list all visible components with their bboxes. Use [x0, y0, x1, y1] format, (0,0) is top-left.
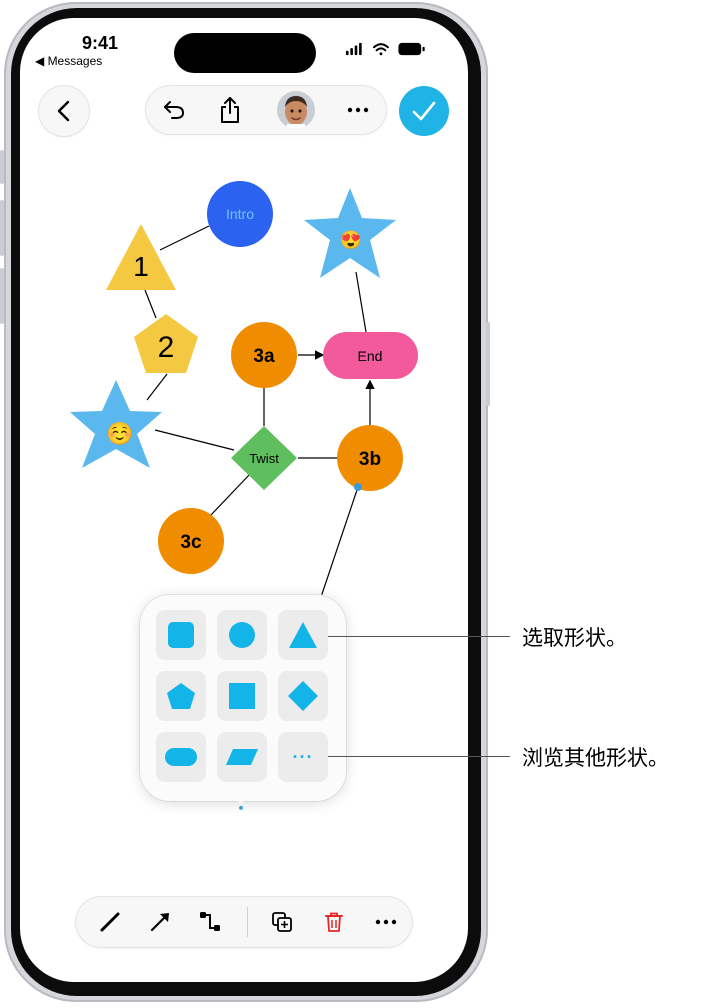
svg-text:😍: 😍 — [340, 230, 362, 250]
status-time: 9:41 — [82, 33, 119, 53]
square-shape-button-2[interactable] — [217, 671, 267, 721]
chevron-left-icon — [57, 100, 70, 122]
more-shapes-ellipsis: ··· — [292, 747, 314, 767]
connector-2-star — [146, 373, 168, 401]
callout-line-choose — [328, 636, 510, 637]
star-smile-node[interactable]: ☺️ — [70, 380, 162, 468]
callout-choose-shape: 选取形状。 — [522, 626, 627, 650]
palette-pointer — [235, 798, 247, 810]
star-hearts-node[interactable]: 😍 — [304, 188, 396, 278]
triangle-shape-button[interactable] — [278, 610, 328, 660]
svg-text:1: 1 — [133, 251, 149, 282]
delete-button[interactable] — [314, 897, 354, 947]
duplicate-icon — [272, 912, 292, 932]
parallelogram-icon — [226, 749, 258, 765]
connector-end-star — [355, 271, 367, 333]
battery-icon — [398, 42, 425, 56]
line-tool-button[interactable] — [90, 897, 130, 947]
wifi-icon — [372, 43, 389, 56]
svg-text:Intro: Intro — [226, 206, 254, 222]
line-icon — [100, 912, 120, 932]
screen — [20, 18, 468, 982]
connection-handle[interactable] — [354, 483, 362, 491]
duplicate-button[interactable] — [262, 897, 302, 947]
node-1-triangle[interactable]: 1 — [106, 224, 176, 290]
node-3b[interactable]: 3b — [337, 425, 403, 491]
svg-text:3a: 3a — [253, 346, 275, 367]
intro-node[interactable]: Intro — [207, 181, 273, 247]
connector-intro-1 — [159, 225, 210, 251]
svg-text:3c: 3c — [180, 532, 202, 553]
top-toolbar — [146, 86, 386, 134]
diamond-shape-button[interactable] — [278, 671, 328, 721]
volume-up-button — [0, 200, 4, 256]
connector-star-twist — [154, 429, 235, 451]
circle-icon — [229, 622, 255, 648]
collaborator-button[interactable] — [274, 86, 318, 134]
square-icon — [229, 683, 255, 709]
triangle-icon — [289, 622, 317, 648]
svg-text:2: 2 — [158, 331, 175, 364]
more-options-button[interactable] — [366, 897, 406, 947]
ellipsis-icon — [347, 107, 369, 113]
circle-shape-button[interactable] — [217, 610, 267, 660]
callout-line-browse — [328, 756, 510, 757]
power-button — [486, 322, 490, 406]
connector-tool-button[interactable] — [190, 897, 230, 947]
toolbar-divider — [247, 907, 248, 937]
connector-twist-3c — [209, 473, 251, 517]
connector-1-2 — [144, 289, 157, 319]
rounded-square-icon — [168, 622, 194, 648]
share-icon — [221, 97, 239, 123]
node-2-pentagon[interactable]: 2 — [134, 314, 198, 373]
cellular-signal-icon — [345, 42, 362, 56]
pentagon-shape-button[interactable] — [156, 671, 206, 721]
share-button[interactable] — [208, 86, 252, 134]
back-to-messages-link[interactable]: ◀ Messages — [35, 54, 103, 68]
connector-icon — [200, 912, 220, 931]
checkmark-icon — [412, 101, 436, 121]
svg-text:End: End — [358, 348, 383, 364]
twist-node[interactable]: Twist — [231, 426, 297, 490]
parallelogram-shape-button[interactable] — [217, 732, 267, 782]
end-node[interactable]: End — [323, 332, 418, 379]
node-3a[interactable]: 3a — [231, 322, 297, 388]
back-button[interactable] — [39, 86, 89, 136]
connectors — [144, 225, 375, 601]
callout-browse-shapes: 浏览其他形状。 — [522, 746, 669, 770]
undo-icon — [164, 101, 185, 119]
trash-icon — [325, 912, 343, 932]
arrow-icon — [150, 913, 169, 932]
svg-text:☺️: ☺️ — [106, 421, 133, 446]
bottom-toolbar — [76, 897, 412, 947]
volume-down-button — [0, 268, 4, 324]
svg-text:3b: 3b — [359, 449, 381, 470]
pentagon-icon — [167, 683, 195, 709]
diamond-icon — [288, 681, 318, 711]
pill-shape-button[interactable] — [156, 732, 206, 782]
action-button — [0, 150, 4, 184]
connector-3b-palette — [319, 486, 359, 601]
node-3c[interactable]: 3c — [158, 508, 224, 574]
undo-button[interactable] — [152, 86, 196, 134]
arrow-tool-button[interactable] — [140, 897, 180, 947]
memoji-avatar — [277, 91, 315, 129]
more-button[interactable] — [338, 86, 378, 134]
svg-text:Twist: Twist — [249, 451, 279, 466]
more-shapes-button[interactable]: ··· — [278, 732, 328, 782]
avatar-face-icon — [285, 96, 307, 129]
shape-palette: ··· — [140, 595, 346, 801]
done-button[interactable] — [399, 86, 449, 136]
status-icons — [345, 42, 425, 56]
square-shape-button[interactable] — [156, 610, 206, 660]
ellipsis-icon — [375, 919, 397, 925]
pill-icon — [165, 748, 197, 766]
dynamic-island — [174, 33, 316, 73]
